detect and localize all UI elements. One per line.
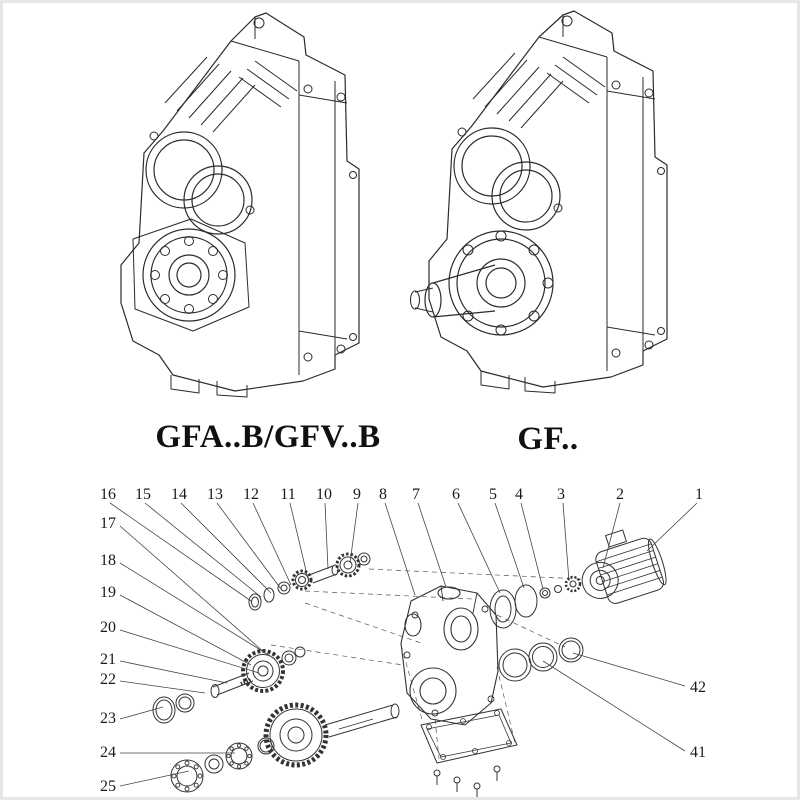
leader-line-20	[119, 629, 260, 674]
leader-line-18	[119, 562, 276, 660]
leader-line-16	[109, 502, 252, 602]
leader-line-21	[119, 660, 228, 684]
bottom-cover-plate	[420, 708, 518, 797]
construction-lines	[270, 568, 582, 760]
leader-line-2	[602, 502, 621, 569]
technical-drawing-canvas	[109, 10, 698, 797]
leader-line-12	[252, 502, 292, 586]
leader-lines	[109, 502, 698, 787]
leader-line-10	[324, 502, 329, 570]
motor-drawing	[581, 529, 667, 604]
leader-line-19	[119, 594, 252, 666]
leader-line-8	[384, 502, 416, 596]
flange-bolt-holes	[462, 230, 554, 336]
motor-side-parts	[489, 575, 582, 629]
left-model-label: GFA..B/GFV..B	[155, 419, 381, 455]
gear-housing	[400, 585, 499, 726]
leader-line-42	[572, 652, 686, 687]
bearing-rollers	[150, 236, 228, 314]
leader-line-6	[457, 502, 501, 594]
intermediate-gear-parts	[152, 646, 306, 724]
exploded-view-drawing	[152, 529, 667, 797]
right-model-label: GF..	[517, 421, 579, 457]
leader-line-4	[520, 502, 544, 590]
right-gearbox-drawing	[410, 10, 668, 394]
ring-parts	[498, 637, 584, 682]
leader-line-23	[119, 706, 164, 720]
leader-line-17	[119, 525, 266, 654]
output-gear-parts	[170, 702, 400, 793]
cover-bolts	[433, 765, 501, 797]
leader-line-1	[646, 502, 698, 552]
leader-line-25	[119, 770, 190, 787]
leader-line-11	[289, 502, 309, 580]
leader-line-13	[216, 502, 282, 590]
left-gearbox-drawing	[120, 12, 360, 398]
output-shaft	[410, 264, 496, 318]
leader-line-14	[180, 502, 272, 594]
leader-line-7	[417, 502, 447, 588]
leader-line-15	[144, 502, 262, 598]
leader-line-9	[349, 502, 359, 564]
input-shaft-parts	[248, 552, 371, 611]
leader-line-41	[542, 660, 686, 752]
leader-line-5	[494, 502, 525, 589]
leader-line-3	[562, 502, 570, 582]
leader-line-22	[119, 680, 206, 694]
